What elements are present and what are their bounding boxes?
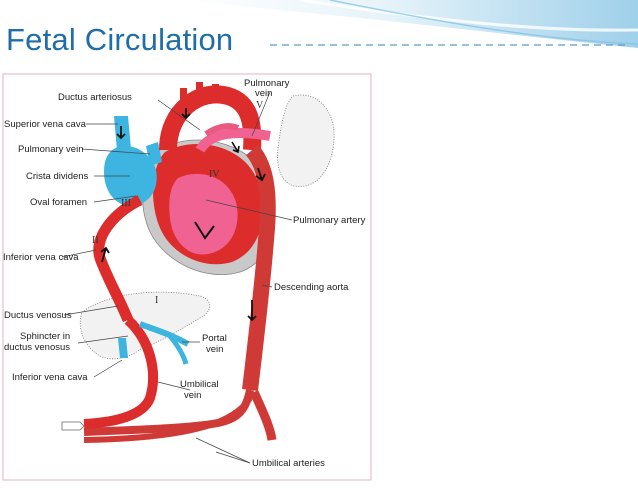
aortic-arch <box>159 85 262 151</box>
header-swoosh <box>180 0 638 48</box>
label-oval-foramen: Oval foramen <box>30 197 87 208</box>
label-superior-vena-cava: Superior vena cava <box>4 119 87 130</box>
label-portal-vein-2: vein <box>206 344 223 355</box>
label-inferior-vena-cava-upper: Inferior vena cava <box>3 252 79 263</box>
cord-arrow-icon <box>61 421 85 431</box>
label-pulmonary-artery: Pulmonary artery <box>293 215 366 226</box>
superior-vena-cava <box>114 116 132 162</box>
label-inferior-vena-cava-lower: Inferior vena cava <box>12 372 88 383</box>
label-ductus-arteriosus: Ductus arteriosus <box>58 92 132 103</box>
label-pulmonary-vein-top-1: Pulmonary <box>244 78 290 89</box>
fetal-circulation-diagram: Ductus arteriosus Pulmonary vein Superio… <box>2 73 372 481</box>
label-pulmonary-vein-top-2: vein <box>255 88 272 99</box>
numeral-v: V <box>256 100 264 111</box>
numeral-i: I <box>155 295 158 306</box>
label-portal-vein-1: Portal <box>202 333 227 344</box>
label-umbilical-vein-1: Umbilical <box>180 379 219 390</box>
label-sphincter-2: ductus venosus <box>4 342 70 353</box>
numeral-iv: IV <box>209 169 220 180</box>
label-ductus-venosus: Ductus venosus <box>4 310 72 321</box>
umbilical-vein <box>83 316 158 429</box>
header-band <box>180 0 638 48</box>
numeral-ii: II <box>92 235 99 246</box>
label-crista-dividens: Crista dividens <box>26 171 89 182</box>
label-descending-aorta: Descending aorta <box>274 282 349 293</box>
umbilical-artery-2 <box>83 396 253 443</box>
pulmonary-vein-left <box>146 142 162 166</box>
label-umbilical-arteries: Umbilical arteries <box>252 458 325 469</box>
pulmonary-artery-branch <box>195 127 271 153</box>
numeral-iii: III <box>121 198 131 209</box>
right-ventricle <box>169 173 238 255</box>
label-sphincter-1: Sphincter in <box>20 331 70 342</box>
label-umbilical-vein-2: vein <box>184 390 201 401</box>
slide-title: Fetal Circulation <box>6 22 234 57</box>
label-pulmonary-vein-left: Pulmonary vein <box>18 144 83 155</box>
inferior-vena-cava-lower <box>118 338 128 358</box>
ductus-arteriosus <box>204 123 240 137</box>
descending-aorta <box>242 144 276 391</box>
lung <box>277 94 335 187</box>
right-atrium <box>104 146 157 206</box>
